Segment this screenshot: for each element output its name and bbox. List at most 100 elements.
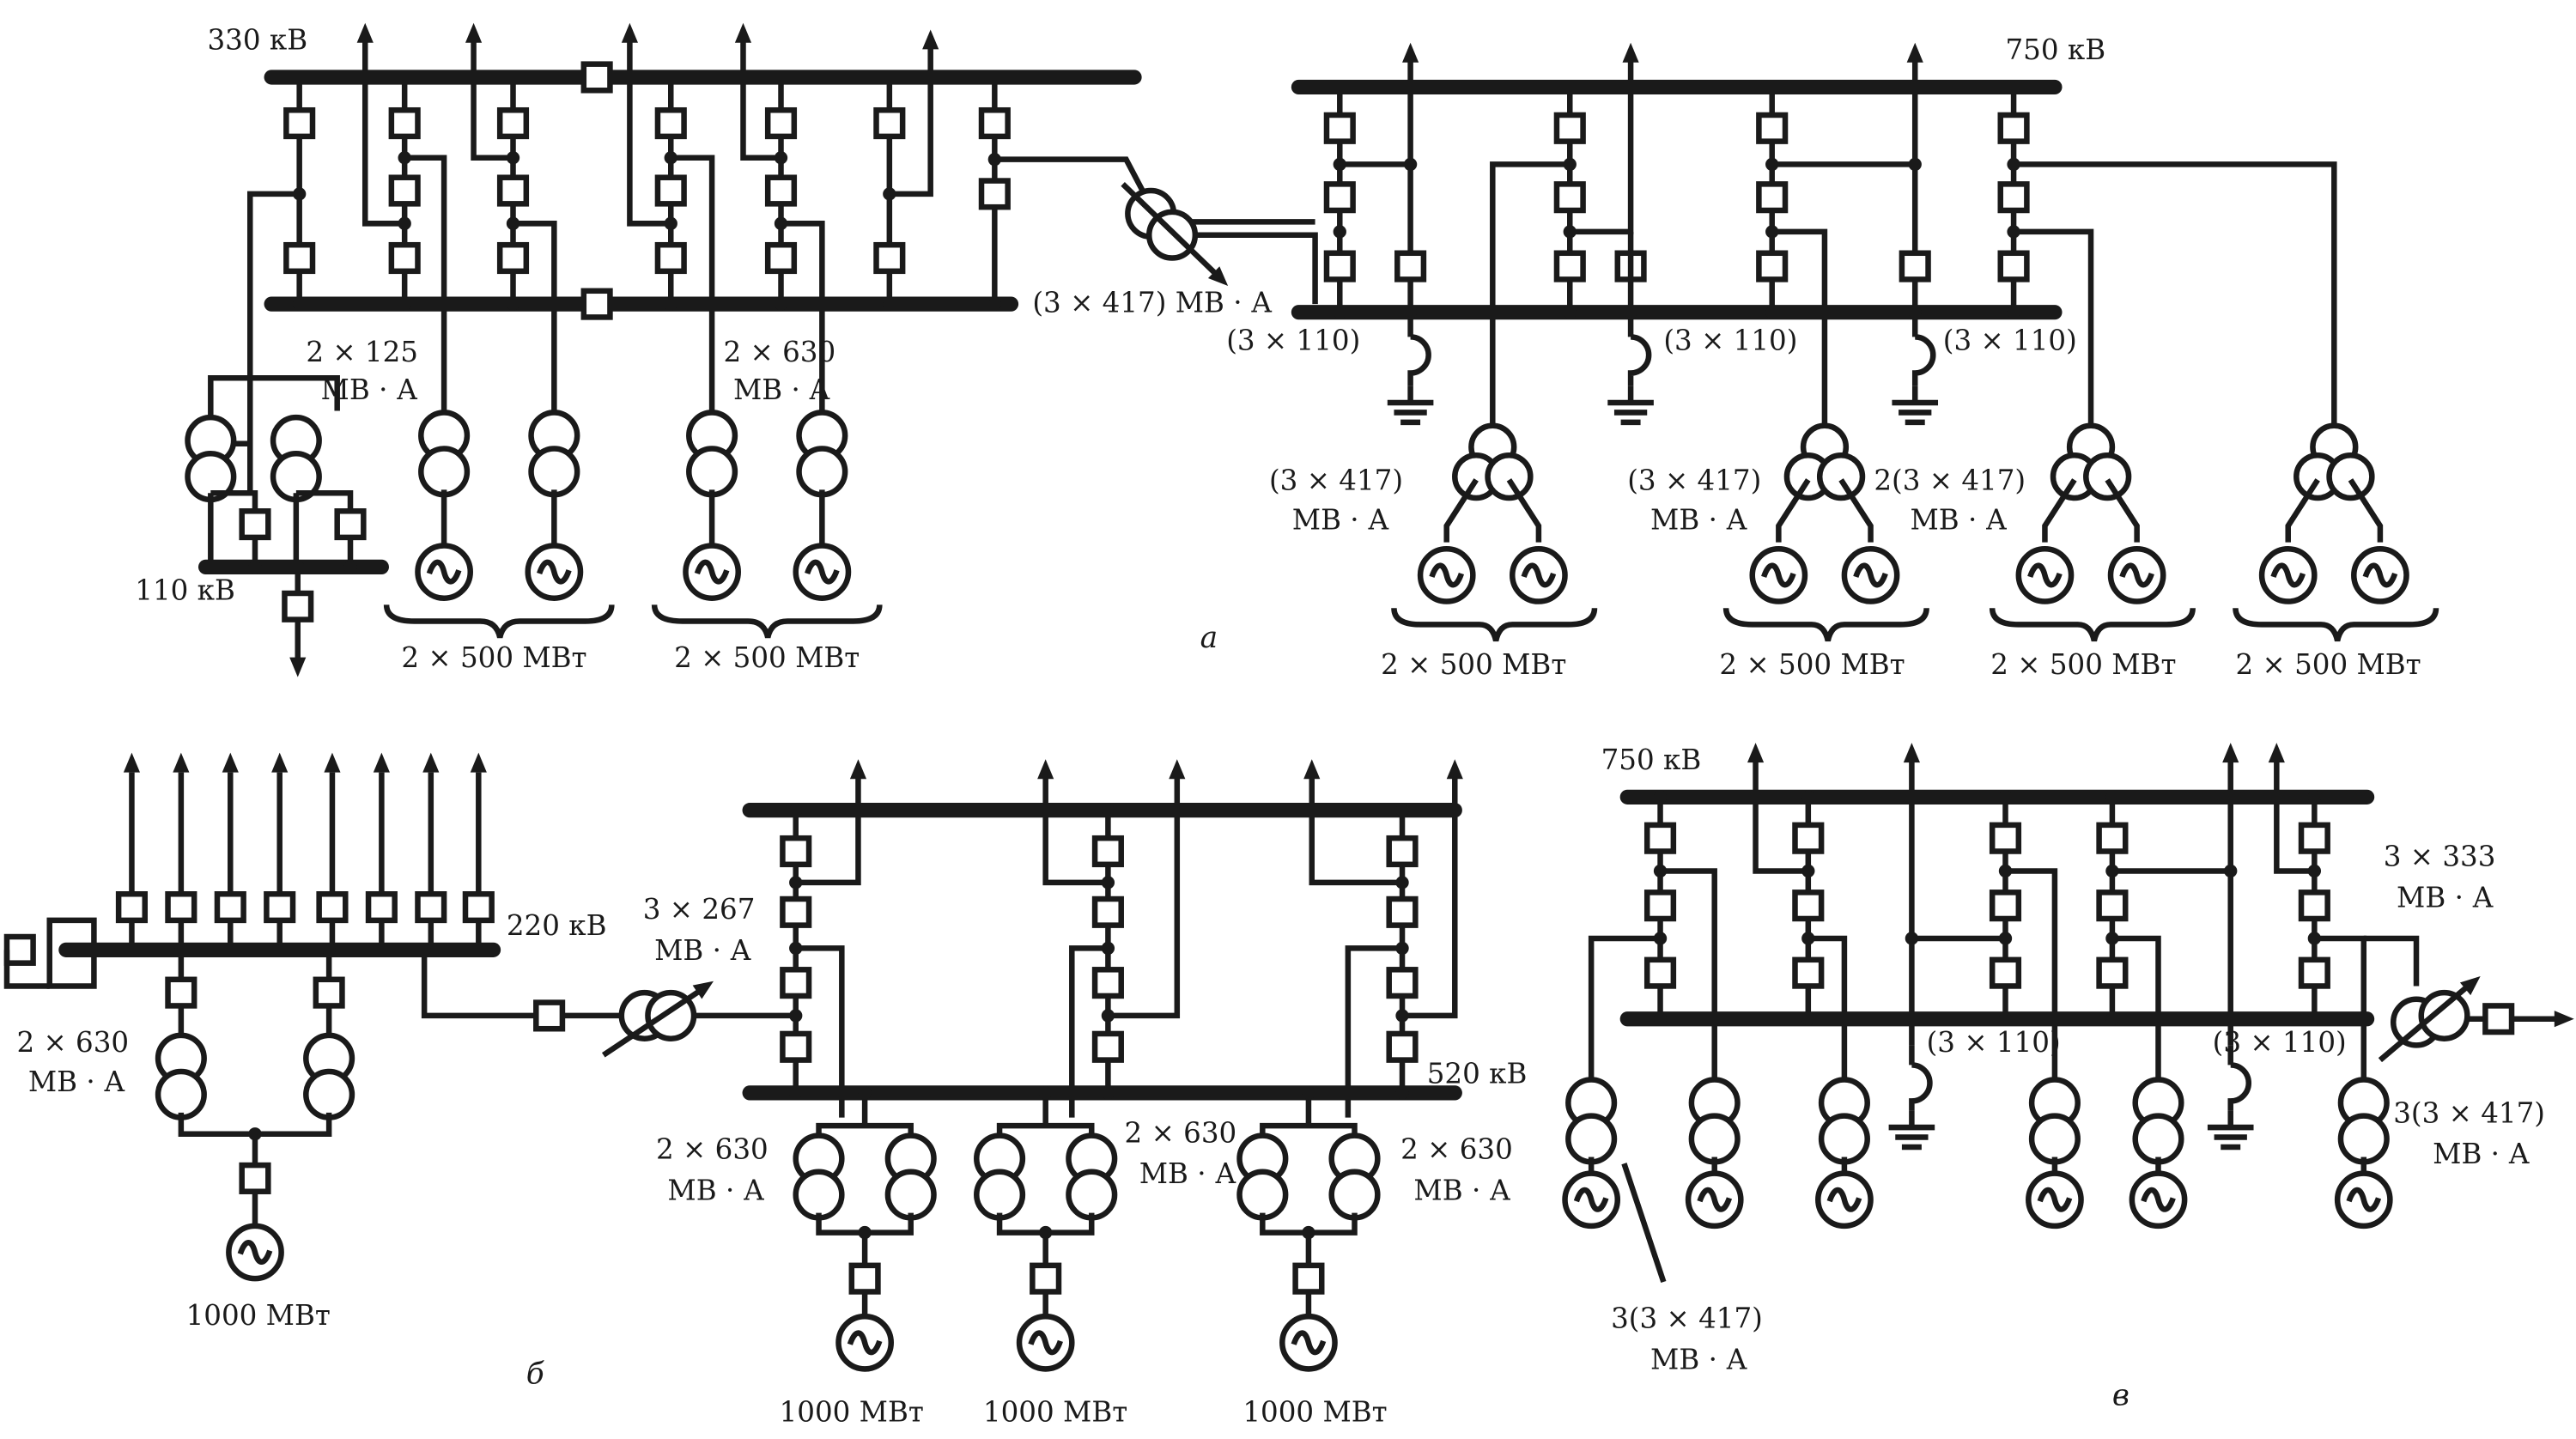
label-gen-a-6: 2 × 500 МВт — [2235, 648, 2421, 681]
label-bus-110: 110 кВ — [135, 574, 235, 607]
breaker — [584, 291, 611, 318]
bay-750c-2 — [1747, 743, 1848, 1089]
bay-750c-3 — [1903, 743, 2058, 1089]
autotransformer-330-750 — [1121, 182, 1318, 305]
bay-520-2 — [1037, 759, 1186, 1118]
gen-group-330-b — [651, 412, 883, 639]
bus-330-junctions — [293, 297, 1001, 311]
label-autotr-b-unit: МВ · А — [654, 934, 751, 967]
panel-letter-c: в — [2112, 1379, 2129, 1413]
bus-220-left-bypass — [7, 917, 101, 989]
label-tr-a-1: (3 × 417) — [1269, 464, 1403, 496]
bay-750c-5 — [2268, 743, 2420, 1089]
label-reactor-a-3: (3 × 110) — [1943, 325, 2077, 357]
label-tr-a-2-unit: МВ · А — [1650, 503, 1747, 536]
reactor-a-2 — [1607, 312, 1654, 422]
autotransformer-750-c — [2378, 969, 2574, 1063]
bay-520-3 — [1303, 759, 1463, 1118]
label-bus-220: 220 кВ — [507, 909, 607, 942]
scheme-a: 330 кВ 750 кВ 110 кВ 2 × 125 МВ · А 2 × … — [135, 22, 2439, 681]
label-aux-tr-1-unit: МВ · А — [321, 373, 418, 406]
label-bus-520: 520 кВ — [1427, 1057, 1528, 1090]
label-gen-a-3: 2 × 500 МВт — [1381, 648, 1566, 681]
label-bus-750-c: 750 кВ — [1601, 744, 1702, 776]
label-gen-a-2: 2 × 500 МВт — [674, 641, 860, 674]
bay-330-5 — [734, 22, 825, 411]
gen-unit-750-2 — [1722, 426, 1929, 642]
label-tr-c-left-unit: МВ · А — [1650, 1343, 1747, 1375]
bay-330-2 — [356, 22, 447, 411]
label-tr-b-2-unit: МВ · А — [1139, 1157, 1236, 1190]
panel-letter-b: б — [526, 1357, 545, 1392]
label-bus-330: 330 кВ — [207, 23, 307, 56]
label-tr-a-2: (3 × 417) — [1627, 464, 1761, 496]
label-gen-a-5: 2 × 500 МВт — [1990, 648, 2176, 681]
label-autotr-c-unit: МВ · А — [2397, 882, 2494, 914]
gen-group-330-a — [383, 412, 615, 639]
autotransformer-220-520 — [417, 943, 796, 1058]
label-tr-b-left-unit: МВ · А — [28, 1066, 125, 1098]
bus-750-junctions-a — [1333, 306, 2020, 319]
bay-330-6 — [877, 29, 939, 305]
label-tr-c-right-unit: МВ · А — [2433, 1138, 2530, 1170]
bay-750c-4 — [2099, 743, 2239, 1089]
label-reactor-a-1: (3 × 110) — [1226, 325, 1360, 357]
label-gen-b-1: 1000 МВт — [780, 1396, 924, 1429]
label-reactor-c-1: (3 × 110) — [1927, 1026, 2061, 1059]
gen-unit-520-3 — [1240, 1092, 1378, 1369]
panel-letter-a: а — [1200, 621, 1218, 655]
reactor-a-3 — [1892, 312, 1938, 422]
bay-750-2 — [1490, 42, 1643, 440]
label-tr-b-1: 2 × 630 — [656, 1132, 769, 1165]
gen-unit-520-1 — [796, 1092, 934, 1369]
label-autotr-c: 3 × 333 — [2384, 841, 2496, 873]
label-tr-b-1-unit: МВ · А — [667, 1174, 764, 1206]
label-gen-a-4: 2 × 500 МВт — [1719, 648, 1905, 681]
label-tr-a-3-unit: МВ · А — [1910, 503, 2007, 536]
label-gen-b-2: 1000 МВт — [983, 1396, 1127, 1429]
scheme-b: 220 кВ 520 кВ 3 × 267 МВ · А 2 × 630 МВ … — [7, 752, 1528, 1429]
label-reactor-a-2: (3 × 110) — [1663, 325, 1797, 357]
label-gen-a-1: 2 × 500 МВт — [401, 641, 586, 674]
bay-750-1 — [1327, 42, 1424, 313]
gen-units-750-c — [1565, 1080, 2391, 1284]
label-gen-b-left: 1000 МВт — [186, 1299, 331, 1332]
label-tr-c-right: 3(3 × 417) — [2393, 1096, 2545, 1129]
bay-750-3 — [1759, 42, 1928, 440]
label-tr-c-left: 3(3 × 417) — [1611, 1302, 1763, 1335]
label-tr-b-2: 2 × 630 — [1125, 1116, 1237, 1149]
gen-unit-520-2 — [976, 1092, 1115, 1369]
gen-unit-750-3 — [1989, 426, 2196, 642]
bay-330-3 — [465, 22, 557, 411]
label-tr-b-left: 2 × 630 — [16, 1026, 129, 1059]
label-bus-750-a: 750 кВ — [2006, 33, 2106, 66]
label-tr-b-3-unit: МВ · А — [1413, 1174, 1510, 1206]
bay-750-4 — [2001, 87, 2337, 440]
reactor-c-2 — [2208, 1045, 2254, 1147]
bay-330-4 — [621, 22, 715, 411]
label-autotr-a: (3 × 417) МВ · А — [1032, 287, 1273, 319]
label-gen-b-3: 1000 МВт — [1242, 1396, 1387, 1429]
bay-520-1 — [782, 759, 867, 1118]
label-reactor-c-2: (3 × 110) — [2213, 1026, 2347, 1059]
label-aux-tr-2-unit: МВ · А — [733, 373, 830, 406]
aux-transformers-110 — [188, 374, 389, 677]
bus-750c-junctions — [1653, 790, 2322, 1026]
gen-unit-750-1 — [1391, 426, 1598, 642]
reactor-a-1 — [1388, 312, 1434, 422]
label-tr-a-1-unit: МВ · А — [1292, 503, 1389, 536]
bay-750c-1 — [1588, 797, 1717, 1089]
label-tr-b-3: 2 × 630 — [1400, 1132, 1513, 1165]
reactor-c-1 — [1889, 1045, 1935, 1147]
breaker — [584, 64, 611, 91]
scheme-c: 750 кВ 3 × 333 МВ · А (3 × 110) (3 × 110… — [1565, 743, 2574, 1413]
label-autotr-b: 3 × 267 — [643, 893, 756, 926]
gen-unit-220 — [158, 943, 352, 1278]
label-aux-tr-1: 2 × 125 — [306, 336, 418, 368]
outgoing-lines-220 — [118, 752, 491, 950]
bay-330-1 — [246, 76, 313, 494]
label-tr-a-3: 2(3 × 417) — [1874, 464, 2026, 496]
gen-unit-750-4 — [2233, 426, 2439, 642]
